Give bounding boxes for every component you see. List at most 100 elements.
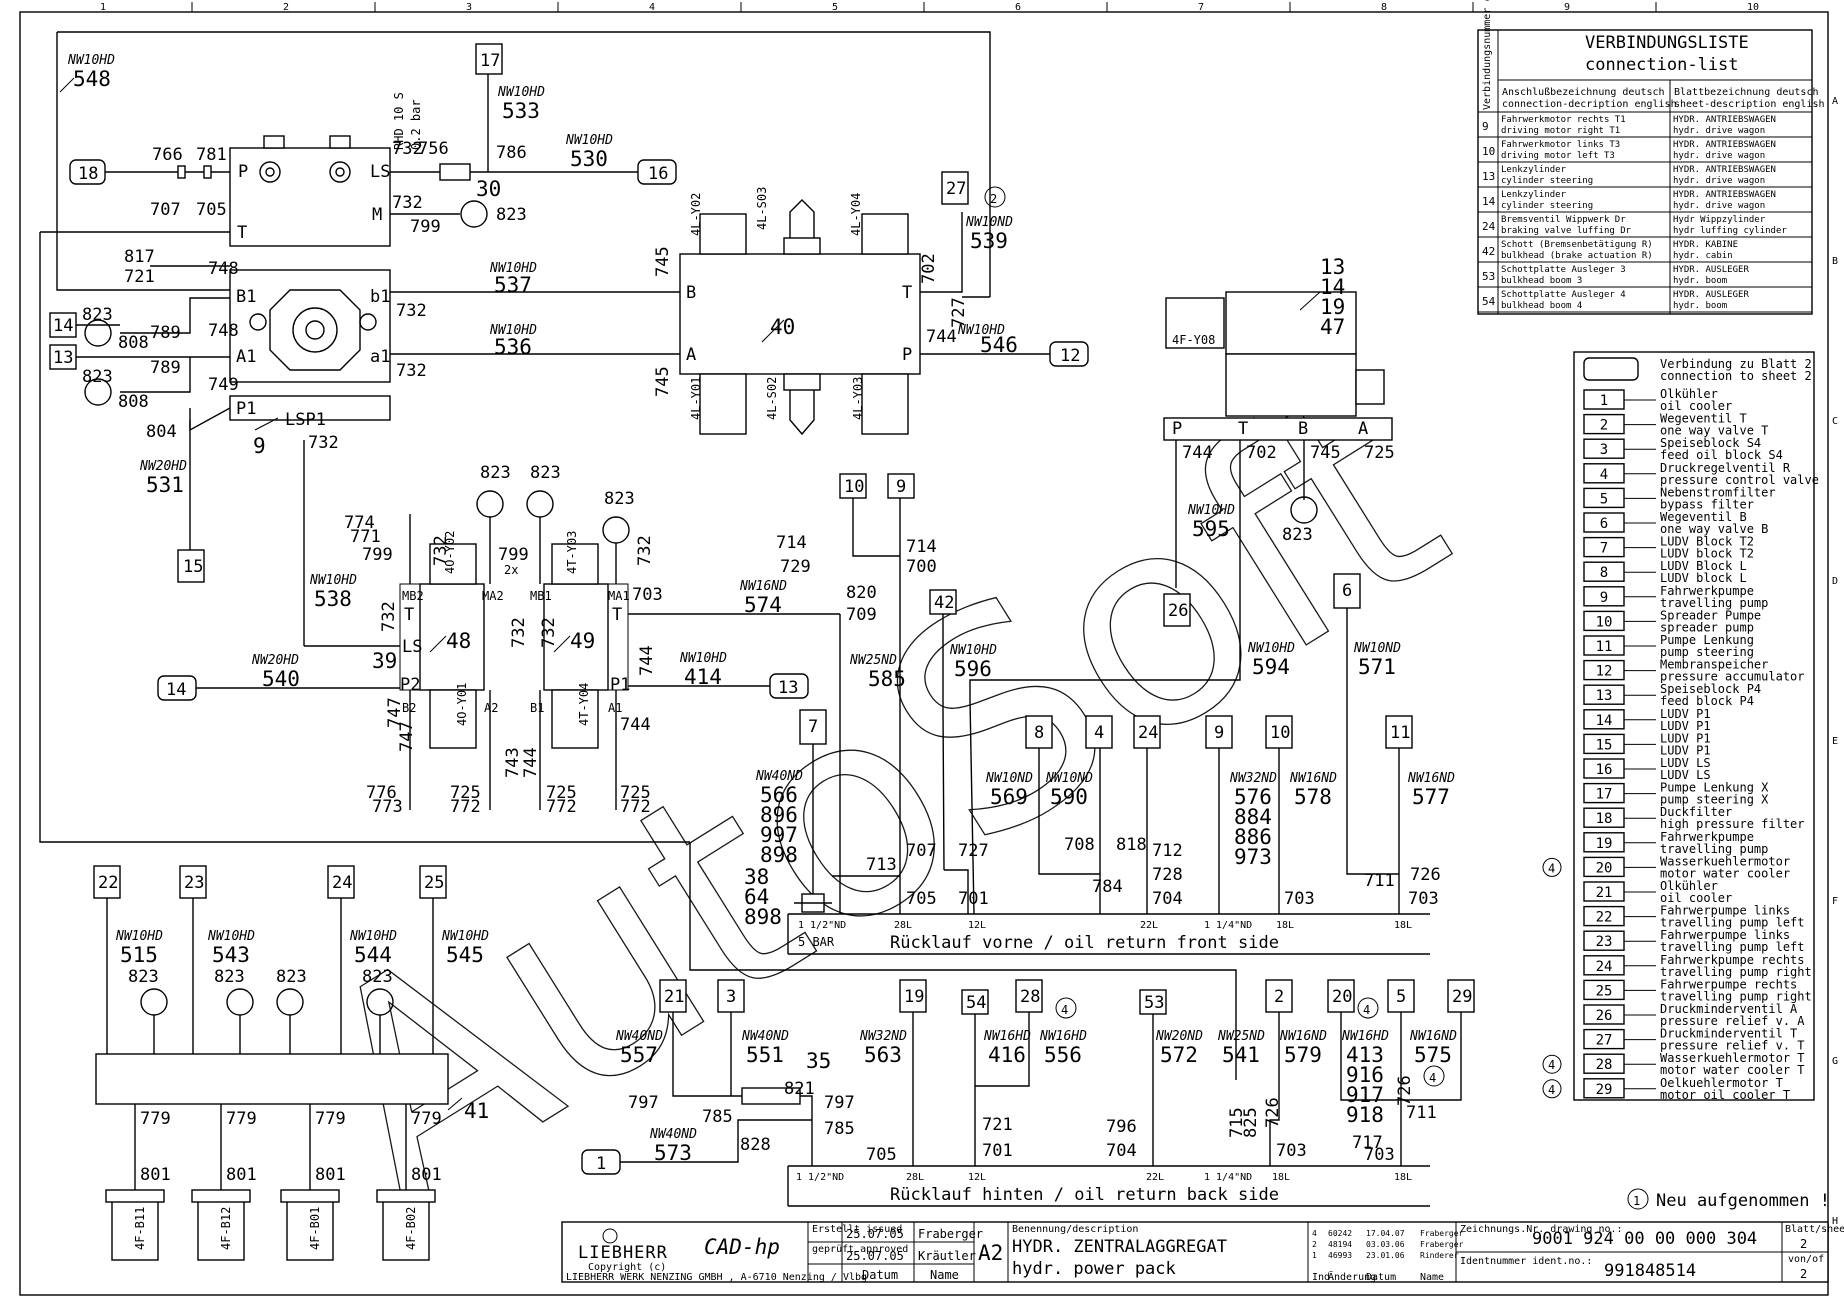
svg-text:HYDR. ANTRIEBSWAGEN: HYDR. ANTRIEBSWAGEN [1673,190,1776,200]
legend-number: 28 [1596,1057,1613,1073]
svg-text:703: 703 [632,585,663,605]
svg-text:801: 801 [315,1165,346,1185]
svg-text:703: 703 [1276,1141,1307,1161]
svg-text:LUDV Block L: LUDV Block L [1660,559,1747,573]
svg-text:bulkhead (brake actuation R): bulkhead (brake actuation R) [1501,251,1653,261]
sensor-4F-B11: 4F-B11 [105,1189,165,1261]
svg-text:NW16ND: NW16ND [739,579,787,594]
svg-text:28: 28 [1020,987,1040,1007]
svg-text:travelling pump: travelling pump [1660,842,1768,856]
legend-number: 6 [1600,516,1608,532]
svg-text:744: 744 [1182,443,1213,463]
pump-manifold-41: 41 [95,1053,489,1123]
svg-text:NW16HD: NW16HD [1039,1029,1087,1044]
solenoid-4L-S03: 4L-S03 [755,187,821,255]
svg-text:3: 3 [726,987,736,1007]
svg-text:4F-B01: 4F-B01 [308,1207,322,1250]
svg-text:726: 726 [1263,1097,1283,1128]
svg-text:749: 749 [208,375,239,395]
svg-text:539: 539 [970,229,1008,253]
svg-text:744: 744 [926,327,957,347]
conn-20: 20 [1327,979,1355,1013]
svg-text:538: 538 [314,587,352,611]
svg-text:1 1/4"ND: 1 1/4"ND [1204,1172,1252,1183]
legend-number: 25 [1596,983,1613,999]
svg-text:13: 13 [53,348,73,368]
svg-text:HYDR. ANTRIEBSWAGEN: HYDR. ANTRIEBSWAGEN [1673,165,1776,175]
svg-text:NW32ND: NW32ND [1229,771,1277,786]
connection-number: 10 [1482,145,1495,158]
conn-7: 7 [799,709,827,745]
svg-text:sheet-description english: sheet-description english [1674,99,1825,110]
svg-text:916: 916 [1346,1063,1384,1087]
svg-text:705: 705 [906,889,937,909]
hose-label: NW20HD [139,459,187,474]
svg-text:711: 711 [1406,1103,1437,1123]
conn-16: 16 [637,159,677,185]
solenoid-4O-Y01: 4O-Y01 [429,683,477,749]
svg-text:898: 898 [760,843,798,867]
svg-text:LSP1: LSP1 [285,410,326,430]
svg-text:29: 29 [1452,987,1472,1007]
svg-text:CAD-hp: CAD-hp [704,1235,780,1259]
svg-text:LUDV block L: LUDV block L [1660,571,1747,585]
conn-53: 53 [1139,989,1167,1015]
conn-10-front: 10 [1265,715,1293,749]
svg-text:804: 804 [146,422,177,442]
conn-12-top: 12 [1049,341,1089,367]
legend-number: 11 [1596,639,1613,655]
svg-text:driving motor left T3: driving motor left T3 [1501,151,1615,161]
svg-text:25.07.05: 25.07.05 [846,1227,904,1241]
sensor-4L-S02: 4L-S02 [765,373,821,436]
svg-text:48: 48 [446,629,471,653]
svg-text:4O-Y01: 4O-Y01 [455,683,469,726]
svg-text:HYDR. ANTRIEBSWAGEN: HYDR. ANTRIEBSWAGEN [1673,115,1776,125]
legend-number: 23 [1596,934,1613,950]
legend-number: 19 [1596,836,1613,852]
svg-text:B: B [1298,419,1308,439]
legend-number: 13 [1596,688,1613,704]
svg-text:53: 53 [1144,993,1164,1013]
svg-text:Copyright (c): Copyright (c) [588,1262,666,1273]
conn-15: 15 [177,549,205,583]
svg-text:721: 721 [982,1115,1013,1135]
valve-block-48 [419,583,485,691]
svg-text:732: 732 [509,617,529,648]
svg-text:709: 709 [846,605,877,625]
svg-text:546: 546 [980,333,1018,357]
svg-text:27: 27 [946,179,966,199]
svg-text:48194: 48194 [1328,1240,1352,1249]
svg-text:714: 714 [776,533,807,553]
svg-text:pressure relief v. T: pressure relief v. T [1660,1039,1805,1053]
svg-text:MB1: MB1 [530,589,552,603]
svg-text:Fahrwerpumpe rechts: Fahrwerpumpe rechts [1660,977,1797,991]
svg-text:701: 701 [982,1141,1013,1161]
svg-text:4: 4 [1363,1003,1370,1017]
row-marker: D [1832,576,1838,587]
svg-text:772: 772 [546,797,577,817]
svg-text:28L: 28L [894,920,912,931]
svg-text:driving motor right T1: driving motor right T1 [1501,126,1620,136]
svg-text:776: 776 [366,783,397,803]
svg-text:NW16ND: NW16ND [1409,1029,1457,1044]
svg-text:LUDV block T2: LUDV block T2 [1660,547,1754,561]
valve-4F-Y08: 4F-Y08 [1165,291,1385,417]
svg-text:Wasserkuehlermotor T: Wasserkuehlermotor T [1660,1051,1805,1065]
svg-text:NW10HD: NW10HD [679,651,727,666]
svg-text:LUDV P1: LUDV P1 [1660,731,1711,745]
svg-text:P2: P2 [400,675,420,695]
svg-text:von/of: von/of [1788,1254,1824,1265]
svg-text:spreader pump: spreader pump [1660,620,1754,634]
svg-text:973: 973 [1234,845,1272,869]
svg-text:9: 9 [896,477,906,497]
svg-text:801: 801 [411,1165,442,1185]
svg-text:785: 785 [702,1107,733,1127]
svg-text:557: 557 [620,1043,658,1067]
svg-text:784: 784 [1092,877,1123,897]
svg-text:725: 725 [1364,443,1395,463]
